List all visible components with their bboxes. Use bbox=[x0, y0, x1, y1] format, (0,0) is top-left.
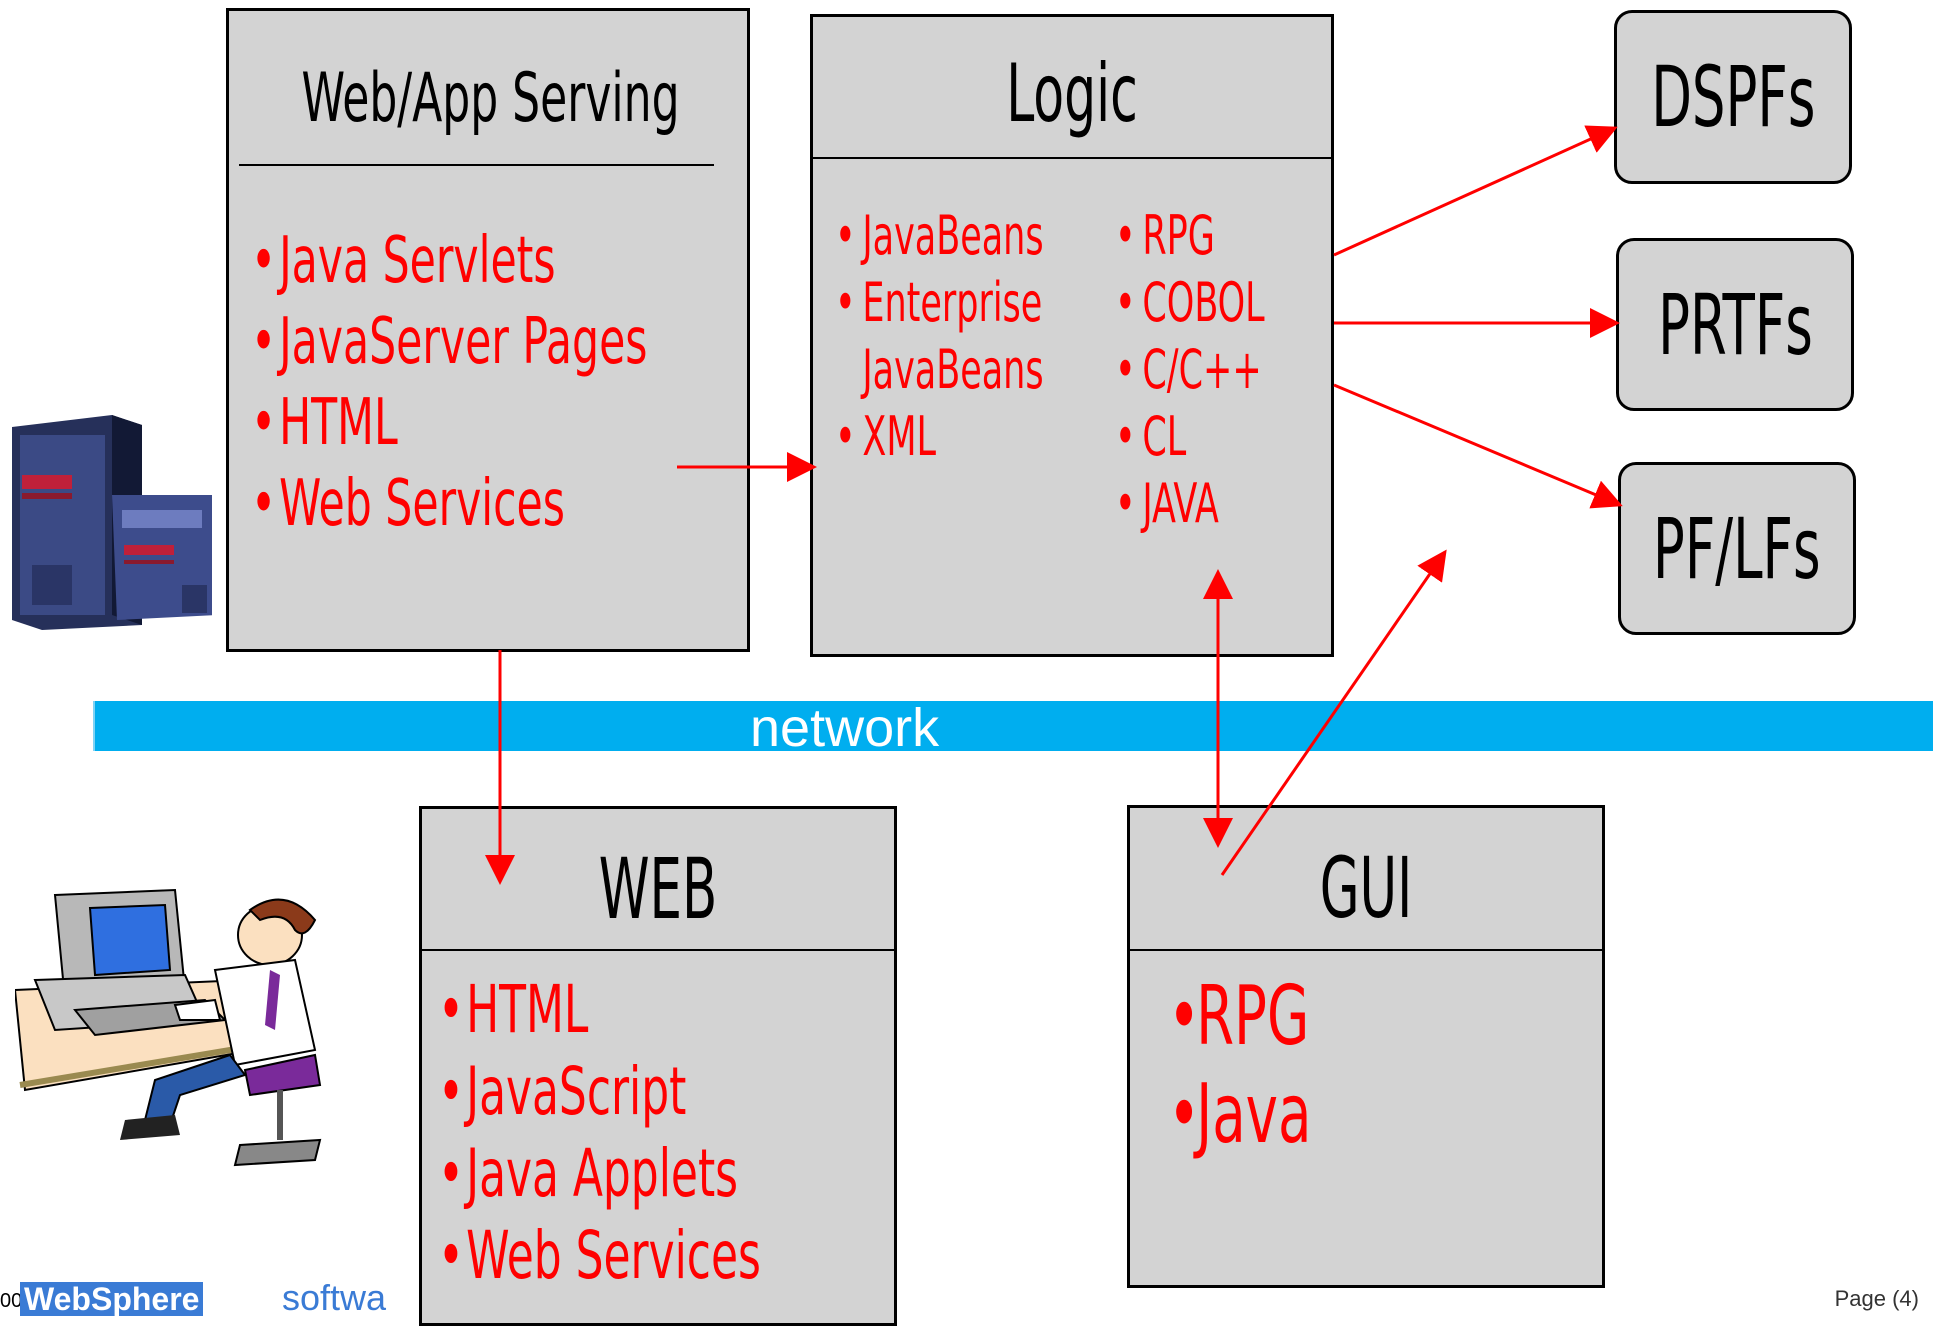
list-item: JavaServer Pages bbox=[251, 302, 648, 383]
list-item: RPG bbox=[1115, 202, 1265, 269]
dspf-label: DSPFs bbox=[1650, 48, 1816, 146]
web-divider bbox=[422, 949, 894, 951]
list-item: CL bbox=[1115, 403, 1265, 470]
footer-brand-badge: WebSphere bbox=[20, 1282, 204, 1316]
list-item: JavaBeans bbox=[862, 338, 1044, 401]
pflf-label: PF/LFs bbox=[1653, 499, 1821, 598]
list-item: Java Servlets bbox=[251, 221, 648, 302]
gui-divider bbox=[1130, 949, 1602, 951]
person-at-computer-illustration bbox=[15, 888, 322, 1167]
server-illustration bbox=[12, 415, 212, 630]
prtf-box: PRTFs bbox=[1616, 238, 1854, 411]
gui-box: GUI RPG Java bbox=[1127, 805, 1605, 1288]
list-item: RPG bbox=[1168, 968, 1311, 1066]
web-app-serving-title: Web/App Serving bbox=[301, 59, 680, 138]
list-item: JavaScript bbox=[438, 1051, 761, 1133]
arrow-logic-to-dspf bbox=[1333, 125, 1618, 257]
web-app-serving-box: Web/App Serving Java Servlets JavaServer… bbox=[226, 8, 750, 652]
list-item: Java bbox=[1168, 1066, 1311, 1164]
network-label: network bbox=[750, 698, 940, 758]
logic-col2-list: RPG COBOL C/C++ CL JAVA bbox=[1115, 202, 1265, 537]
list-item: XML bbox=[835, 403, 1044, 470]
arrow-gui-to-pflf bbox=[1220, 549, 1447, 876]
web-app-serving-divider bbox=[239, 164, 714, 166]
web-title: WEB bbox=[598, 840, 718, 938]
logic-title: Logic bbox=[1006, 47, 1138, 140]
arrow-logic-to-pflf bbox=[1333, 383, 1623, 509]
page-number: Page (4) bbox=[1834, 1286, 1919, 1311]
list-item: Enterprise bbox=[835, 269, 1044, 336]
dspf-box: DSPFs bbox=[1614, 10, 1852, 184]
pflf-box: PF/LFs bbox=[1618, 462, 1856, 635]
footer-brand-suffix: softwa bbox=[282, 1277, 387, 1318]
list-item: Web Services bbox=[251, 464, 648, 545]
web-app-serving-list: Java Servlets JavaServer Pages HTML Web … bbox=[251, 221, 648, 545]
list-item: JAVA bbox=[1115, 470, 1265, 537]
web-list: HTML JavaScript Java Applets Web Service… bbox=[438, 969, 761, 1297]
logic-divider bbox=[813, 157, 1331, 159]
network-bar: network bbox=[93, 701, 1933, 755]
list-item: Web Services bbox=[438, 1215, 761, 1297]
list-item: COBOL bbox=[1115, 269, 1265, 336]
gui-list: RPG Java bbox=[1168, 968, 1311, 1164]
list-item: HTML bbox=[251, 383, 648, 464]
footer-fragment: 00 bbox=[0, 1290, 23, 1312]
list-item: Java Applets bbox=[438, 1133, 761, 1215]
web-box: WEB HTML JavaScript Java Applets Web Ser… bbox=[419, 806, 897, 1326]
logic-col1-list: JavaBeans Enterprise JavaBeans XML bbox=[835, 202, 1044, 470]
list-item: JavaBeans bbox=[835, 202, 1044, 269]
list-item: C/C++ bbox=[1115, 336, 1265, 403]
logic-box: Logic JavaBeans Enterprise JavaBeans XML… bbox=[810, 14, 1334, 657]
gui-title: GUI bbox=[1319, 839, 1413, 937]
prtf-label: PRTFs bbox=[1657, 275, 1813, 374]
list-item: HTML bbox=[438, 969, 761, 1051]
